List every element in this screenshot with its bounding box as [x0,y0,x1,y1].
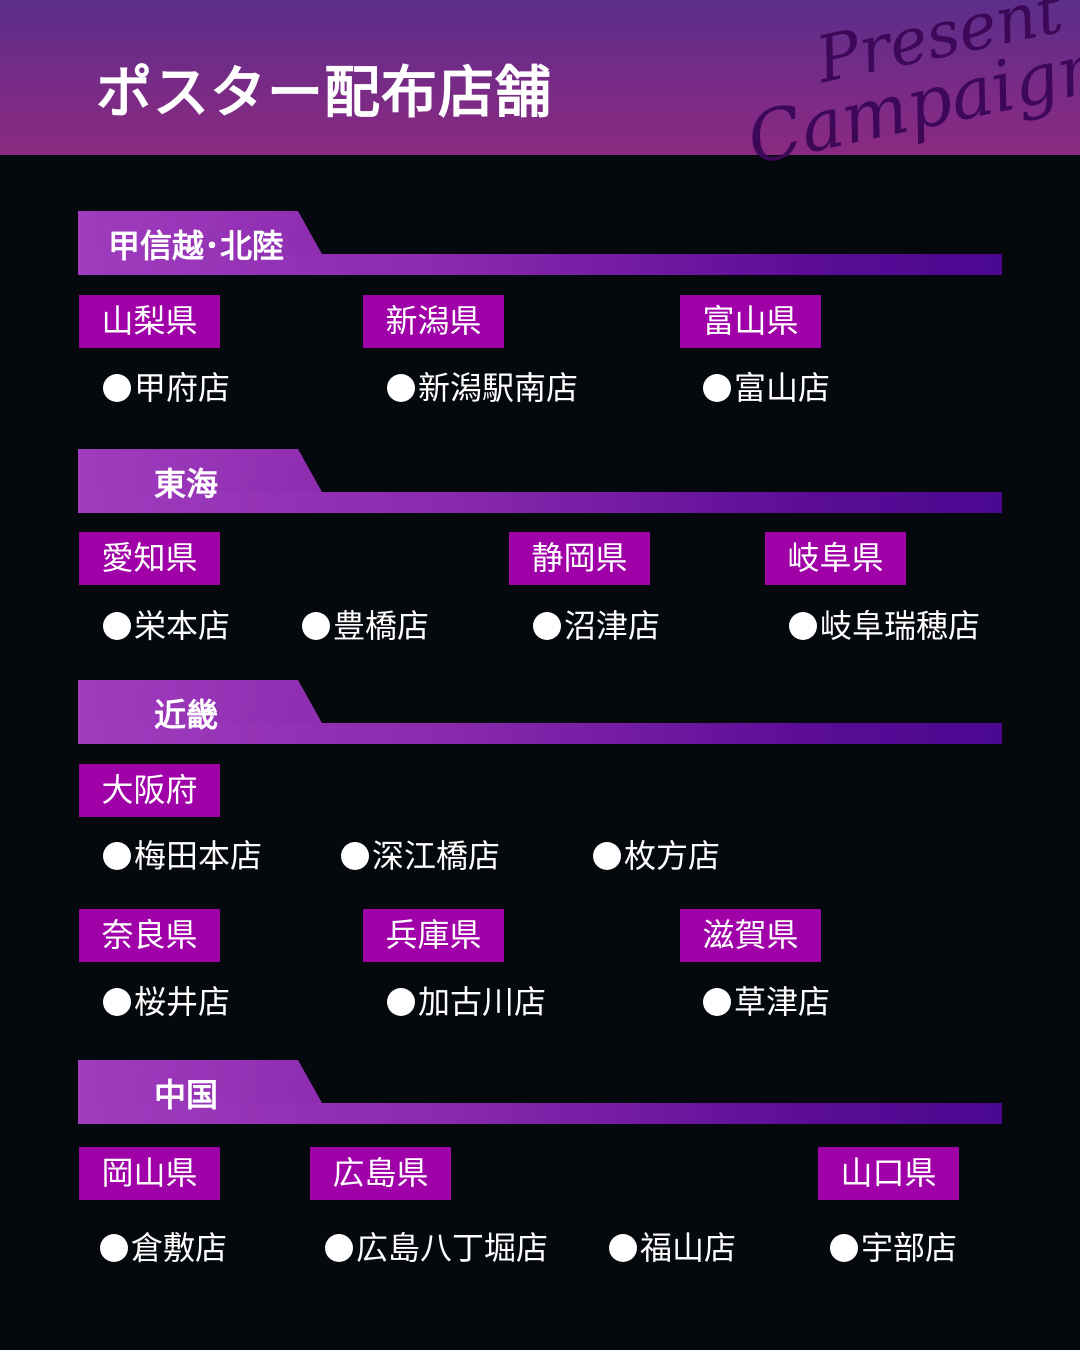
store-item: 沼津店 [533,606,660,646]
prefecture-label: 大阪府 [79,764,220,817]
region-title: 東海 [154,465,219,503]
region-header-kinki: 近畿 [78,680,1002,744]
store-item: 広島八丁堀店 [325,1228,548,1268]
store-item: 倉敷店 [100,1228,227,1268]
prefecture-label: 静岡県 [509,532,650,585]
store-item: 岐阜瑞穂店 [789,606,980,646]
store-item: 桜井店 [103,982,230,1022]
prefecture-label: 広島県 [310,1147,451,1200]
store-item: 宇部店 [830,1228,957,1268]
bullet-icon [302,612,330,640]
store-item: 富山店 [703,368,830,408]
region-header-koshinetsu-hokuriku: 甲信越･北陸 [78,211,1002,275]
region-header-chugoku: 中国 [78,1060,1002,1124]
region-title: 甲信越･北陸 [108,227,285,265]
bullet-icon [593,842,621,870]
store-item: 新潟駅南店 [387,368,578,408]
store-item: 加古川店 [387,982,546,1022]
bullet-icon [325,1234,353,1262]
bullet-icon [100,1234,128,1262]
store-item: 栄本店 [103,606,230,646]
bullet-icon [703,374,731,402]
bullet-icon [103,374,131,402]
header-banner: ポスター配布店舗 Present Campaign [0,0,1080,181]
bullet-icon [387,374,415,402]
store-item: 豊橋店 [302,606,429,646]
prefecture-label: 愛知県 [79,532,220,585]
store-item: 枚方店 [593,836,720,876]
bullet-icon [341,842,369,870]
store-item: 梅田本店 [103,836,262,876]
region-title: 中国 [154,1076,219,1114]
bullet-icon [387,988,415,1016]
prefecture-label: 滋賀県 [680,909,821,962]
bullet-icon [533,612,561,640]
bullet-icon [103,988,131,1016]
prefecture-label: 山梨県 [79,295,220,348]
bullet-icon [609,1234,637,1262]
store-item: 甲府店 [103,368,230,408]
page-title: ポスター配布店舗 [96,61,552,126]
bullet-icon [789,612,817,640]
prefecture-label: 奈良県 [79,909,220,962]
region-header-tokai: 東海 [78,449,1002,513]
store-item: 草津店 [703,982,830,1022]
bullet-icon [103,842,131,870]
store-item: 深江橋店 [341,836,500,876]
prefecture-label: 富山県 [680,295,821,348]
prefecture-label: 山口県 [818,1147,959,1200]
prefecture-label: 新潟県 [363,295,504,348]
prefecture-label: 兵庫県 [363,909,504,962]
prefecture-label: 岐阜県 [765,532,906,585]
bullet-icon [830,1234,858,1262]
prefecture-label: 岡山県 [79,1147,220,1200]
bullet-icon [703,988,731,1016]
bullet-icon [103,612,131,640]
region-title: 近畿 [154,696,219,734]
store-item: 福山店 [609,1228,736,1268]
